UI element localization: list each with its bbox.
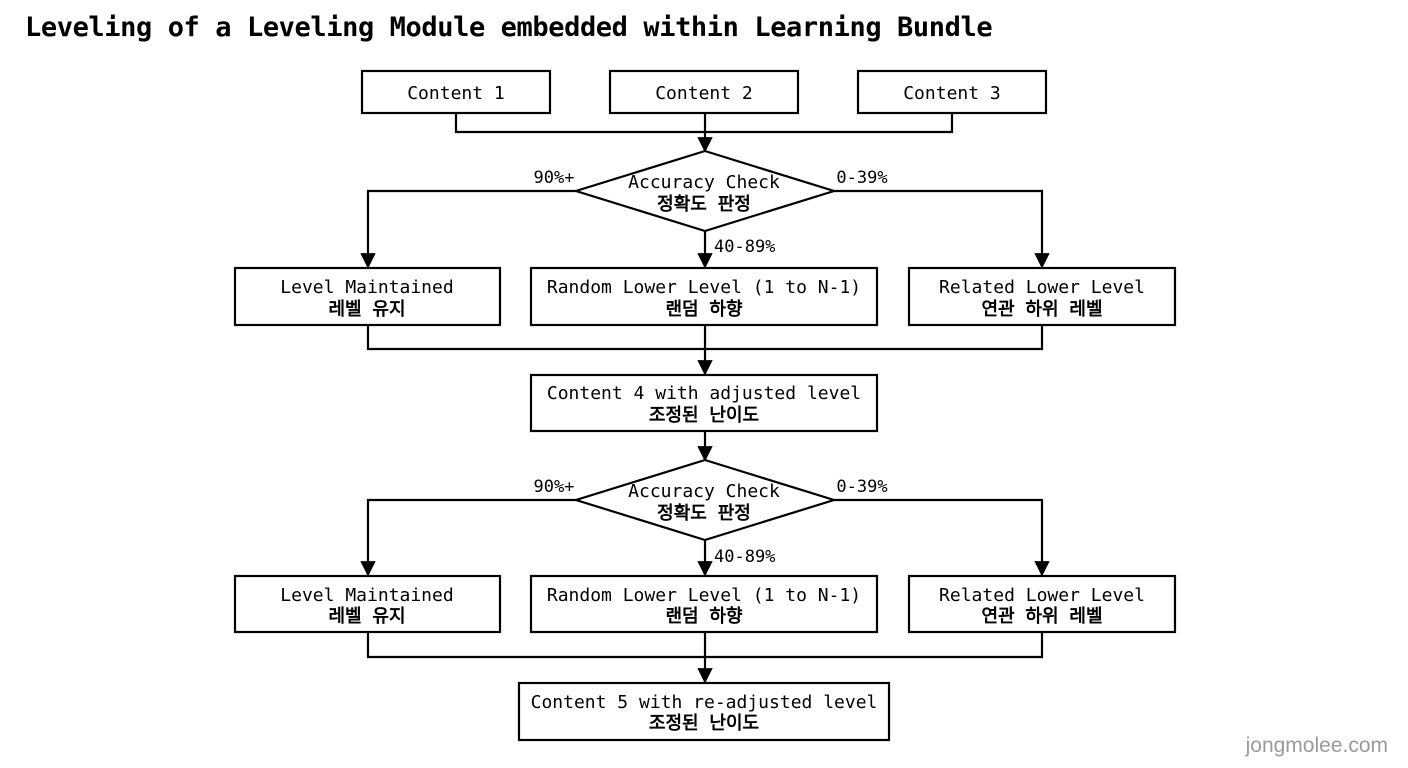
node-content-2-label: Content 2 [655, 83, 753, 104]
node-accuracy-check-2-label: Accuracy Check [628, 481, 780, 502]
node-random-lower-1: Random Lower Level (1 to N-1) 랜덤 하향 [529, 266, 879, 327]
node-accuracy-check-1: Accuracy Check 정확도 판정 [572, 149, 838, 233]
node-related-lower-1: Related Lower Level 연관 하위 레벨 [907, 266, 1177, 327]
node-accuracy-check-1-label: Accuracy Check [628, 172, 780, 193]
edge-check1-low [834, 189, 1050, 269]
edge-check1-high [360, 189, 576, 269]
edge-label-low-2: 0-39% [836, 477, 887, 497]
node-related-lower-1-label: Related Lower Level [939, 277, 1145, 298]
node-related-lower-2-sublabel: 연관 하위 레벨 [981, 606, 1102, 627]
node-related-lower-2: Related Lower Level 연관 하위 레벨 [907, 574, 1177, 634]
node-content-5-label: Content 5 with re-adjusted level [531, 692, 878, 713]
node-content-1-label: Content 1 [407, 83, 505, 104]
watermark: jongmolee.com [1245, 734, 1388, 757]
node-content-1: Content 1 [360, 69, 552, 115]
node-level-maintained-2-sublabel: 레벨 유지 [328, 606, 405, 627]
node-related-lower-2-label: Related Lower Level [939, 585, 1145, 606]
node-random-lower-1-label: Random Lower Level (1 to N-1) [547, 277, 861, 298]
node-content-5-sublabel: 조정된 난이도 [649, 713, 759, 734]
edge-check2-high [360, 498, 576, 577]
node-level-maintained-2-label: Level Maintained [280, 585, 453, 606]
node-level-maintained-1: Level Maintained 레벨 유지 [233, 266, 502, 327]
edge-label-low-1: 0-39% [836, 168, 887, 188]
edge-label-mid-1: 40-89% [714, 237, 775, 257]
node-content-5: Content 5 with re-adjusted level 조정된 난이도 [517, 681, 891, 742]
node-random-lower-2-label: Random Lower Level (1 to N-1) [547, 585, 861, 606]
node-content-4-label: Content 4 with adjusted level [547, 383, 861, 404]
diagram-title: Leveling of a Leveling Module embedded w… [25, 12, 993, 43]
node-content-3-label: Content 3 [903, 83, 1001, 104]
edge-label-high-1: 90%+ [534, 168, 575, 188]
connector-lines [360, 113, 1050, 684]
node-accuracy-check-1-sublabel: 정확도 판정 [657, 194, 751, 215]
node-content-2: Content 2 [608, 69, 800, 115]
node-random-lower-1-sublabel: 랜덤 하향 [665, 299, 743, 320]
edge-label-high-2: 90%+ [534, 477, 575, 497]
node-random-lower-2-sublabel: 랜덤 하향 [665, 606, 743, 627]
node-level-maintained-1-label: Level Maintained [280, 277, 453, 298]
node-related-lower-1-sublabel: 연관 하위 레벨 [981, 299, 1102, 320]
node-level-maintained-1-sublabel: 레벨 유지 [328, 299, 405, 320]
edge-check2-low [834, 498, 1050, 577]
node-accuracy-check-2: Accuracy Check 정확도 판정 [572, 458, 838, 542]
node-content-4-sublabel: 조정된 난이도 [649, 405, 759, 426]
edge-label-mid-2: 40-89% [714, 547, 775, 567]
node-content-4: Content 4 with adjusted level 조정된 난이도 [529, 373, 879, 433]
node-accuracy-check-2-sublabel: 정확도 판정 [657, 503, 751, 524]
node-random-lower-2: Random Lower Level (1 to N-1) 랜덤 하향 [529, 574, 879, 634]
node-content-3: Content 3 [856, 69, 1048, 115]
node-level-maintained-2: Level Maintained 레벨 유지 [233, 574, 502, 634]
